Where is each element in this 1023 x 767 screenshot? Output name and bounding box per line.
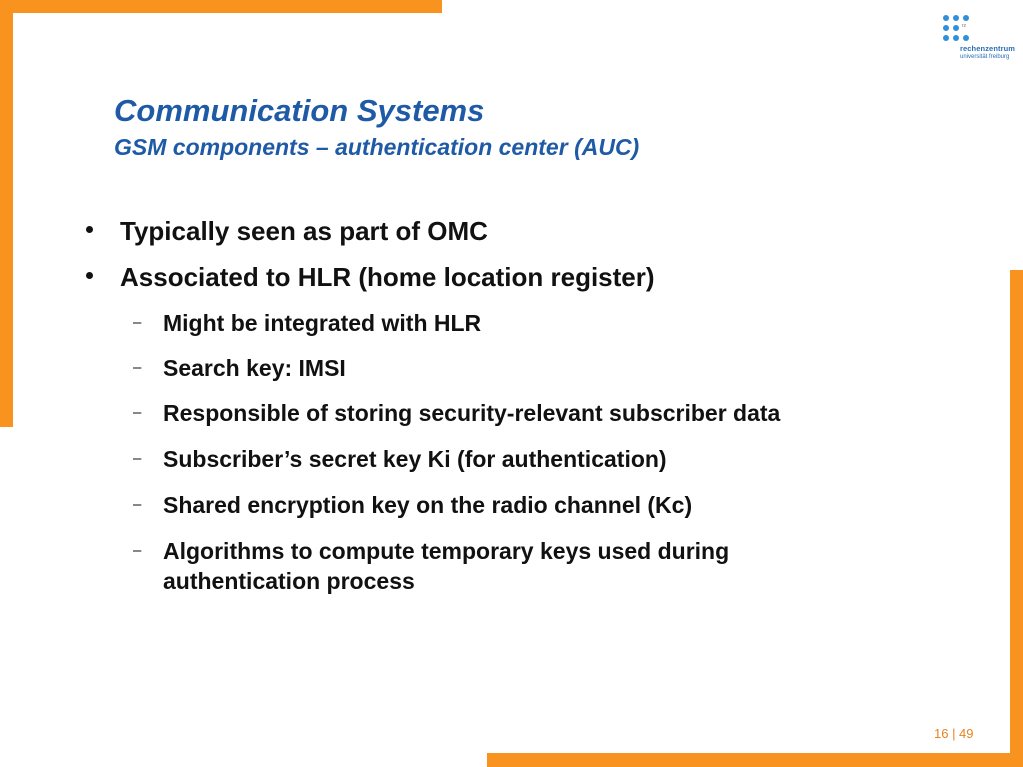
top-accent-bar (0, 0, 442, 13)
dash-icon: – (133, 314, 142, 331)
sub-bullet-text: Shared encryption key on the radio chann… (163, 492, 693, 518)
bullet-text: Associated to HLR (home location registe… (120, 262, 655, 292)
logo-rz-text: rz (962, 23, 967, 29)
sub-bullet-text: Search key: IMSI (163, 355, 346, 381)
bullet-text: Typically seen as part of OMC (120, 216, 488, 246)
sub-bullet-continuation: authentication process (163, 566, 415, 596)
left-accent-bar (0, 0, 13, 427)
sub-bullet-item: – Algorithms to compute temporary keys u… (133, 536, 730, 566)
bullet-dot-icon (86, 226, 93, 233)
slide-subtitle: GSM components – authentication center (… (114, 134, 640, 160)
bottom-accent-bar (487, 753, 1023, 767)
sub-bullet-text: authentication process (163, 568, 415, 594)
logo-name-text: rechenzentrum (960, 44, 1016, 53)
bullet-item: Typically seen as part of OMC (86, 216, 488, 247)
sub-bullet-item: – Responsible of storing security-releva… (133, 398, 781, 428)
dash-icon: – (133, 359, 142, 376)
sub-bullet-item: – Might be integrated with HLR (133, 308, 482, 338)
sub-bullet-text: Might be integrated with HLR (163, 310, 482, 336)
sub-bullet-item: – Shared encryption key on the radio cha… (133, 490, 693, 520)
bullet-item: Associated to HLR (home location registe… (86, 262, 655, 293)
sub-bullet-text: Algorithms to compute temporary keys use… (163, 538, 730, 564)
bullet-dot-icon (86, 272, 93, 279)
sub-bullet-text: Responsible of storing security-relevant… (163, 400, 781, 426)
slide-title: Communication Systems (114, 93, 485, 128)
dash-icon: – (133, 450, 142, 467)
sub-bullet-item: – Subscriber’s secret key Ki (for authen… (133, 444, 667, 474)
sub-bullet-item: – Search key: IMSI (133, 353, 346, 383)
dash-icon: – (133, 404, 142, 421)
logo-university-text: universität freiburg (960, 54, 1010, 60)
right-accent-bar (1010, 270, 1023, 767)
dash-icon: – (133, 496, 142, 513)
page-number: 16 | 49 (934, 726, 974, 741)
dash-icon: – (133, 542, 142, 559)
university-logo-icon (940, 14, 1010, 64)
sub-bullet-text: Subscriber’s secret key Ki (for authenti… (163, 446, 667, 472)
